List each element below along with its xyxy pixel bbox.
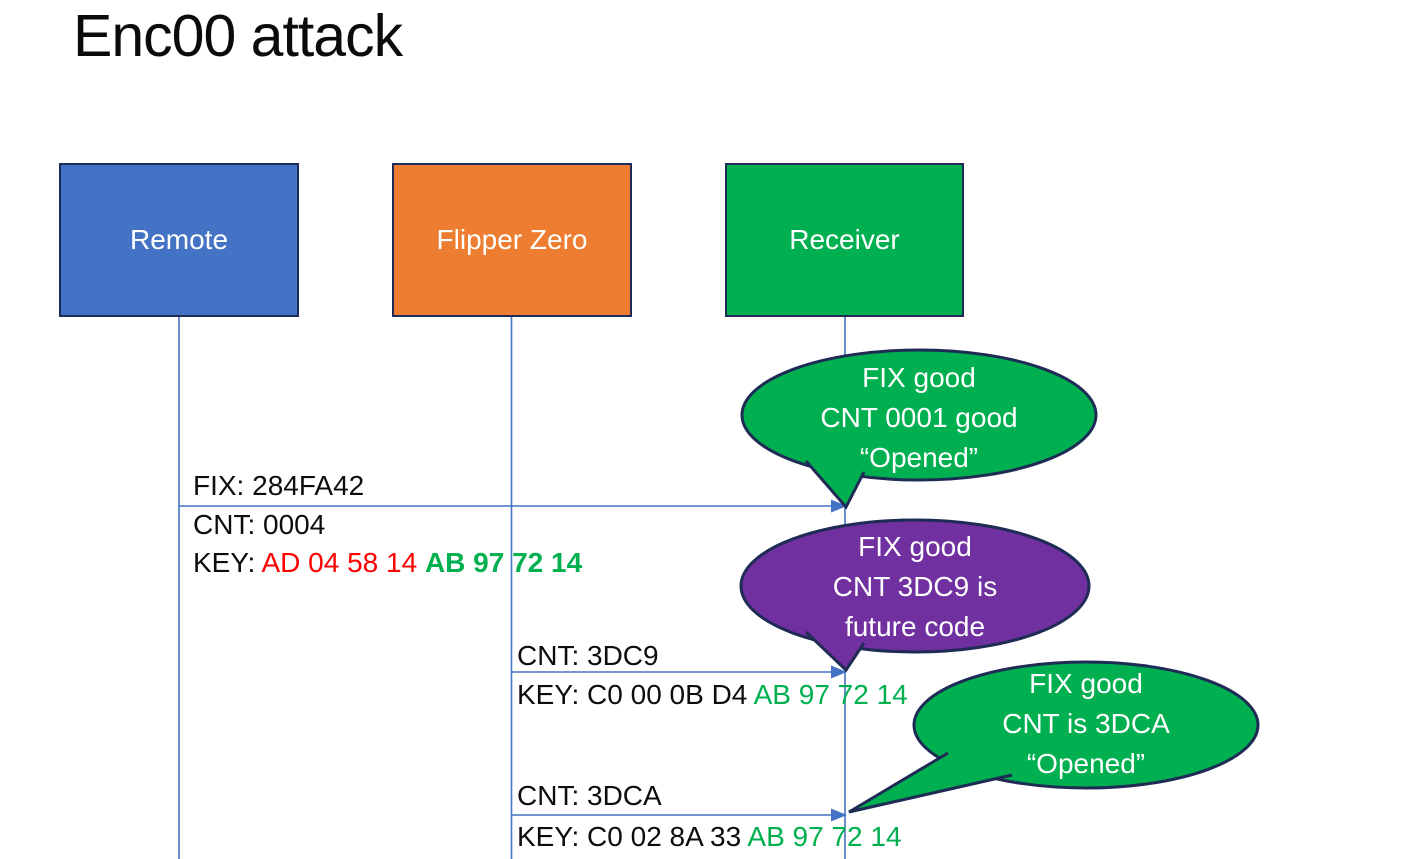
message-3-cnt-label: CNT: 3DCA — [517, 780, 662, 811]
callout-3-line-1: FIX good — [1029, 668, 1143, 699]
callout-3-tail — [848, 751, 1013, 814]
actor-label-flipper-zero: Flipper Zero — [436, 224, 588, 255]
callout-3-bubble — [912, 660, 1260, 790]
callout-3-line-2: CNT is 3DCA — [1002, 708, 1170, 739]
actor-box-flipper-zero: Flipper Zero — [392, 163, 632, 317]
callout-1-text: FIX good CNT 0001 good “Opened” — [759, 358, 1079, 478]
actor-box-remote: Remote — [59, 163, 299, 317]
message-1-fix-label: FIX: 284FA42 — [193, 470, 365, 501]
callout-2-tail — [804, 630, 866, 673]
message-2-key-prefix: KEY: — [517, 679, 580, 710]
callout-1-tail — [804, 460, 866, 510]
actor-box-receiver: Receiver — [725, 163, 964, 317]
callout-1-line-3: “Opened” — [859, 442, 979, 473]
message-2-key-label: KEY: C0 00 0B D4 AB 97 72 14 — [517, 679, 908, 711]
message-1-key-label: KEY: AD 04 58 14 AB 97 72 14 — [193, 547, 582, 579]
message-2-key-black-bytes: C0 00 0B D4 — [587, 679, 748, 710]
callout-1-line-1: FIX good — [862, 362, 976, 393]
message-2-arrowhead-icon — [831, 665, 847, 679]
message-1-key-red-bytes: AD 04 58 14 — [261, 547, 418, 578]
message-3-key-label: KEY: C0 02 8A 33 AB 97 72 14 — [517, 821, 902, 853]
message-1-cnt-label: CNT: 0004 — [193, 509, 326, 540]
message-3-key-black-bytes: C0 02 8A 33 — [587, 821, 742, 852]
message-3-key-prefix: KEY: — [517, 821, 580, 852]
callout-3-text: FIX good CNT is 3DCA “Opened” — [926, 664, 1246, 784]
message-3-key-green-bytes: AB 97 72 14 — [747, 821, 902, 852]
callout-2-bubble — [739, 518, 1091, 654]
message-3-arrowhead-icon — [831, 808, 847, 822]
callout-2-line-1: FIX good — [858, 531, 972, 562]
callout-2-line-2: CNT 3DC9 is — [832, 571, 998, 602]
callout-3-line-3: “Opened” — [1026, 748, 1146, 779]
callout-1-bubble — [740, 348, 1098, 482]
page-title: Enc00 attack — [73, 3, 403, 69]
message-1-key-green-bytes: AB 97 72 14 — [424, 547, 583, 578]
callout-2-line-3: future code — [844, 611, 986, 642]
message-2-key-green-bytes: AB 97 72 14 — [753, 679, 908, 710]
message-2-cnt-label: CNT: 3DC9 — [517, 640, 659, 671]
message-1-arrowhead-icon — [831, 499, 847, 513]
actor-label-remote: Remote — [129, 224, 229, 255]
callout-1-line-2: CNT 0001 good — [820, 402, 1018, 433]
callout-2-text: FIX good CNT 3DC9 is future code — [755, 527, 1075, 647]
actor-label-receiver: Receiver — [789, 224, 900, 255]
message-1-key-prefix: KEY: — [193, 547, 256, 578]
